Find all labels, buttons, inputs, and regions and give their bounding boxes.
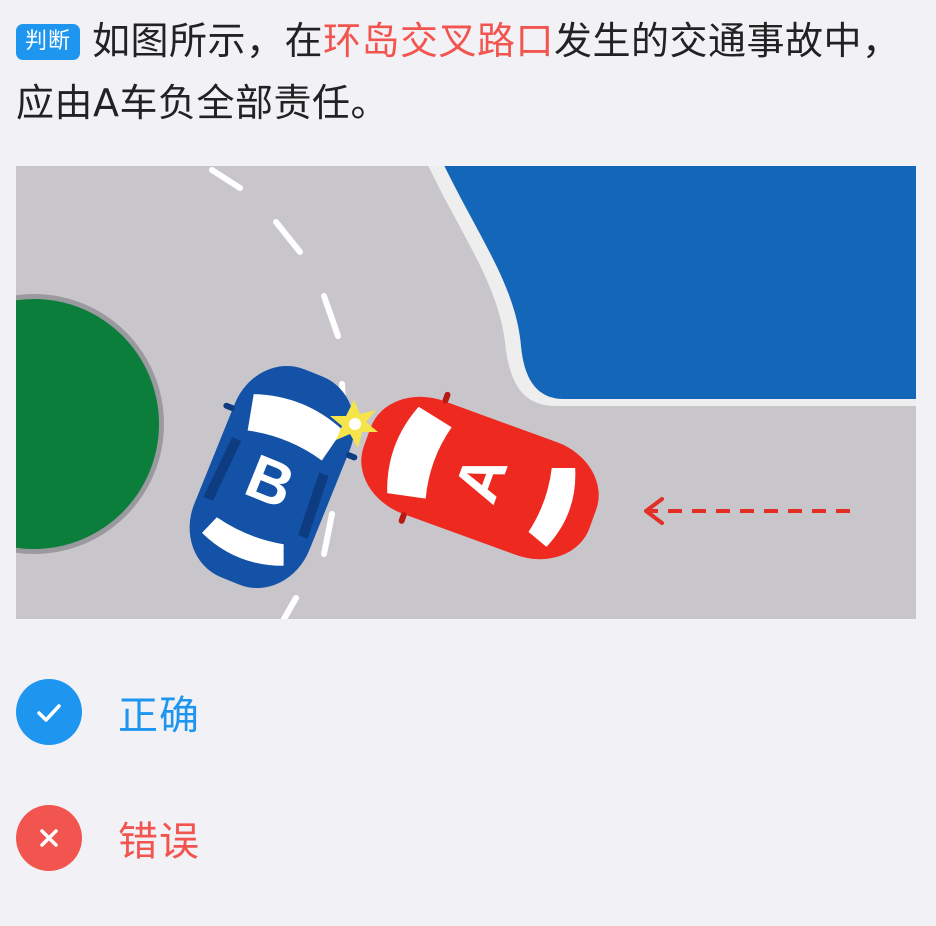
option-correct-label: 正确 <box>118 693 200 739</box>
car-a: A <box>361 391 599 560</box>
central-island <box>16 299 159 549</box>
car-b: B <box>189 365 358 589</box>
question-type-badge: 判断 <box>16 24 81 60</box>
option-wrong[interactable]: 错误 <box>16 805 416 871</box>
water-area <box>444 166 916 399</box>
option-correct[interactable]: 正确 <box>16 679 416 745</box>
illustration-svg: B A <box>16 166 916 619</box>
question-text-after: 发生的交通事故中，应由A车负全部责任。 <box>16 19 901 125</box>
collision-core <box>349 418 361 430</box>
question-text: 判断如图所示，在环岛交叉路口发生的交通事故中，应由A车负全部责任。 <box>16 10 916 134</box>
check-icon <box>16 679 82 745</box>
close-icon <box>16 805 82 871</box>
roundabout-illustration: B A <box>16 166 916 619</box>
lane-markings <box>209 167 347 619</box>
option-wrong-label: 错误 <box>118 819 200 865</box>
question-text-before: 如图所示，在 <box>92 19 324 63</box>
question-highlight: 环岛交叉路口 <box>323 19 555 63</box>
direction-arrow <box>644 497 850 525</box>
